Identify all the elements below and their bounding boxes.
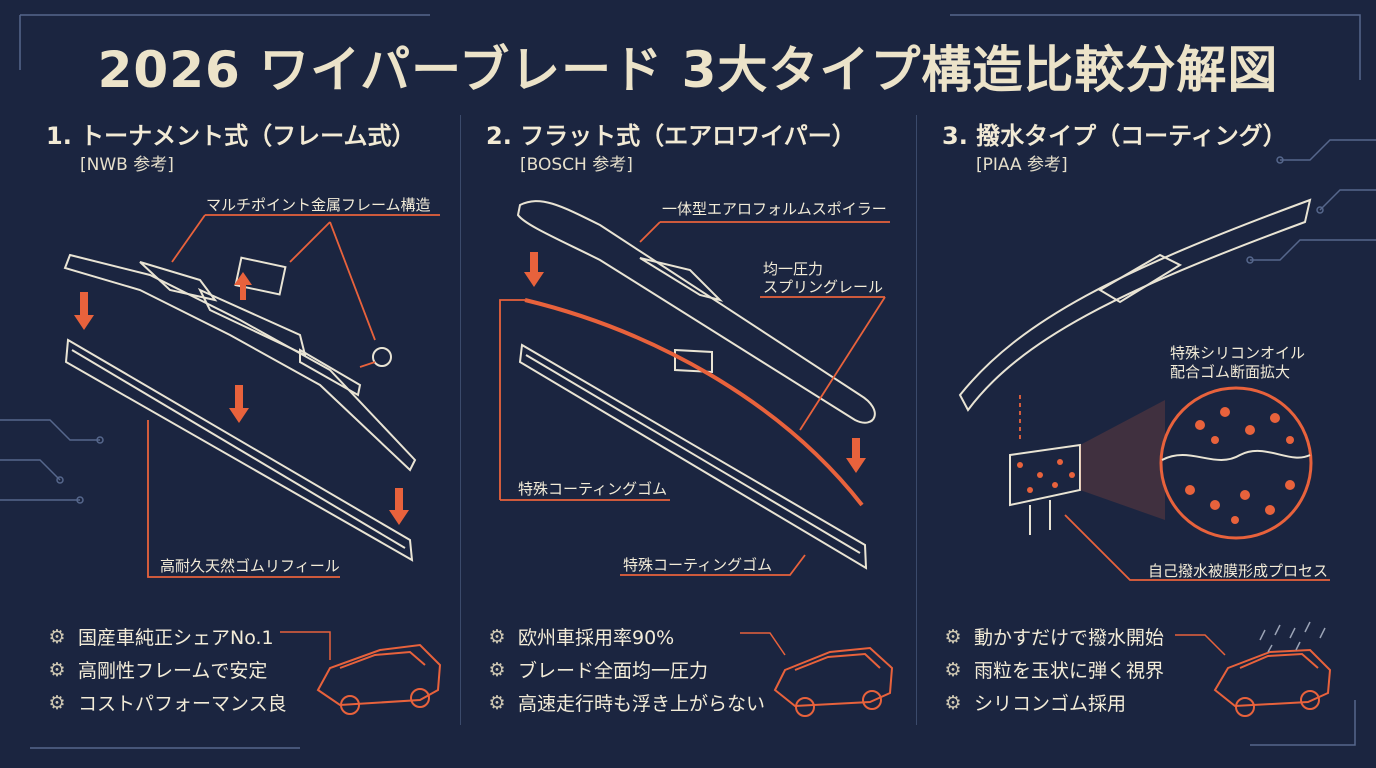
feature-label: 高速走行時も浮き上がらない (518, 693, 766, 715)
feature-label: ブレード全面均一圧力 (518, 660, 709, 682)
frame-wiper-drawing (63, 253, 417, 562)
feature-label: シリコンゴム採用 (974, 693, 1127, 715)
flat-callout-lines (499, 221, 890, 576)
gear-icon: ⚙ (488, 658, 506, 681)
repellent-callout-lines (1019, 395, 1330, 581)
frame-wiper-arrows (74, 272, 409, 525)
feature-item: ⚙ 雨粒を玉状に弾く視界 (942, 656, 1164, 683)
callout-label: 配合ゴム断面拡大 (1170, 363, 1291, 381)
gear-icon: ⚙ (944, 625, 962, 648)
feature-item: ⚙ ブレード全面均一圧力 (486, 656, 708, 683)
repellent-wiper-drawing (958, 198, 1312, 535)
repellent-zoom (1017, 386, 1313, 540)
callout-label: 特殊シリコンオイル (1170, 344, 1306, 362)
callout-label: スプリングレール (763, 278, 884, 296)
column-heading: 2. フラット式（エアロワイパー） (486, 122, 856, 150)
column-reference: [NWB 参考] (80, 155, 174, 175)
callout-label: 高耐久天然ゴムリフィール (160, 557, 340, 575)
flat-wiper-rail (524, 298, 864, 507)
page-title: 2026 ワイパーブレード 3大タイプ構造比較分解図 (97, 41, 1279, 99)
feature-item: ⚙ コストパフォーマンス良 (46, 689, 287, 716)
gear-icon: ⚙ (48, 691, 66, 714)
callout-label: 一体型エアロフォルムスポイラー (662, 200, 887, 218)
feature-label: 雨粒を玉状に弾く視界 (974, 660, 1165, 682)
flat-wiper-arrows (524, 252, 866, 473)
column-divider (460, 115, 461, 725)
feature-item: ⚙ 国産車純正シェアNo.1 (46, 623, 274, 650)
gear-icon: ⚙ (488, 625, 506, 648)
callout-label: マルチポイント金属フレーム構造 (206, 196, 431, 214)
feature-item: ⚙ シリコンゴム採用 (942, 689, 1126, 716)
frame-callout-lines (147, 214, 440, 578)
callout-label: 均一圧力 (763, 260, 824, 278)
callout-label: 特殊コーティングゴム (623, 556, 773, 574)
callout-label: 自己撥水被膜形成プロセス (1148, 562, 1329, 580)
gear-icon: ⚙ (944, 658, 962, 681)
callout-label: 特殊コーティングゴム (518, 480, 668, 498)
feature-label: 欧州車採用率90% (518, 627, 675, 649)
flat-wiper-drawing (516, 200, 876, 570)
gear-icon: ⚙ (944, 691, 962, 714)
gear-icon: ⚙ (488, 691, 506, 714)
feature-item: ⚙ 高剛性フレームで安定 (46, 656, 267, 683)
column-divider (916, 115, 917, 725)
feature-item: ⚙ 動かすだけで撥水開始 (942, 623, 1164, 650)
feature-label: 国産車純正シェアNo.1 (78, 627, 274, 649)
car-icon-3 (1175, 621, 1332, 717)
gear-icon: ⚙ (48, 658, 66, 681)
feature-item: ⚙ 欧州車採用率90% (486, 623, 674, 650)
car-illustrations (280, 621, 1332, 717)
gear-icon: ⚙ (48, 625, 66, 648)
feature-label: 動かすだけで撥水開始 (974, 627, 1165, 649)
column-reference: [BOSCH 参考] (520, 155, 633, 175)
column-heading: 1. トーナメント式（フレーム式） (46, 122, 416, 150)
feature-label: 高剛性フレームで安定 (78, 660, 268, 682)
feature-label: コストパフォーマンス良 (78, 693, 287, 715)
frame-lines (0, 14, 1376, 749)
column-reference: [PIAA 参考] (976, 155, 1068, 175)
feature-item: ⚙ 高速走行時も浮き上がらない (486, 689, 765, 716)
car-icon-2 (740, 632, 894, 717)
car-icon-1 (280, 631, 442, 715)
column-heading: 3. 撥水タイプ（コーティング） (942, 122, 1287, 150)
